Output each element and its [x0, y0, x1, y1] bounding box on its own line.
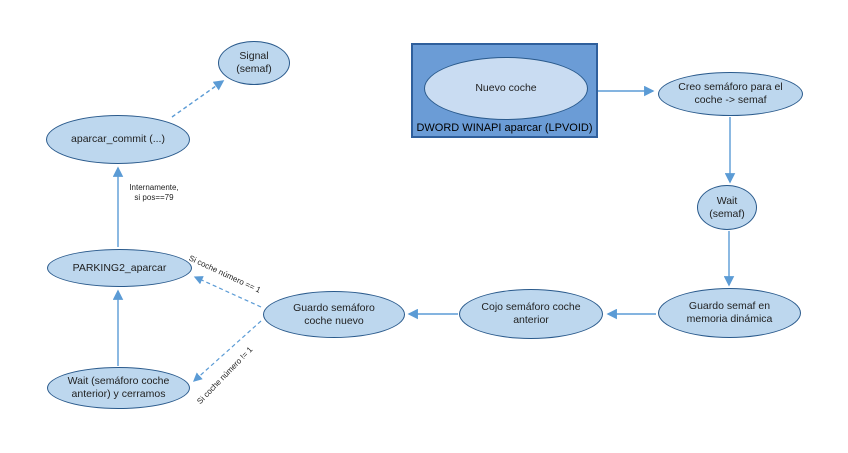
node-aparcar-commit-label: aparcar_commit (...) — [71, 133, 165, 146]
edge-label-si-coche-distinto-1: Si coche número != 1 — [195, 345, 255, 406]
group-dword-winapi-aparcar: Nuevo coche DWORD WINAPI aparcar (LPVOID… — [411, 43, 598, 138]
node-parking2-aparcar: PARKING2_aparcar — [47, 249, 192, 287]
node-cojo-semaforo-anterior-label: Cojo semáforo coche anterior — [481, 301, 581, 326]
arrow-commit-to-signal — [171, 80, 225, 118]
node-guardo-semaf-memoria-label: Guardo semaf en memoria dinámica — [686, 300, 773, 325]
node-signal-semaf: Signal (semaf) — [218, 41, 290, 85]
edge-label-si-coche-igual-1: Si coche número == 1 — [187, 253, 263, 295]
edge-label-internamente: Internamente, si pos==79 — [129, 183, 179, 203]
node-parking2-aparcar-label: PARKING2_aparcar — [72, 261, 167, 274]
node-guardo-semaforo-nuevo-label: Guardo semáforo coche nuevo — [293, 301, 375, 327]
node-guardo-semaforo-nuevo: Guardo semáforo coche nuevo — [263, 291, 405, 338]
node-wait-semaforo-anterior: Wait (semáforo coche anterior) y cerramo… — [47, 367, 190, 409]
node-nuevo-coche-label: Nuevo coche — [475, 82, 537, 95]
node-wait-semaforo-anterior-label: Wait (semáforo coche anterior) y cerramo… — [67, 375, 170, 400]
node-nuevo-coche: Nuevo coche — [424, 57, 588, 120]
node-signal-semaf-label: Signal (semaf) — [236, 50, 272, 75]
group-dword-winapi-caption: DWORD WINAPI aparcar (LPVOID) — [416, 122, 593, 134]
node-creo-semaforo-label: Creo semáforo para el coche -> semaf — [678, 81, 783, 106]
node-wait-semaf-label: Wait (semaf) — [709, 194, 745, 220]
node-creo-semaforo: Creo semáforo para el coche -> semaf — [658, 72, 803, 116]
node-aparcar-commit: aparcar_commit (...) — [46, 115, 190, 164]
node-guardo-semaf-memoria: Guardo semaf en memoria dinámica — [658, 288, 801, 338]
node-wait-semaf: Wait (semaf) — [697, 185, 757, 230]
node-cojo-semaforo-anterior: Cojo semáforo coche anterior — [459, 289, 603, 339]
